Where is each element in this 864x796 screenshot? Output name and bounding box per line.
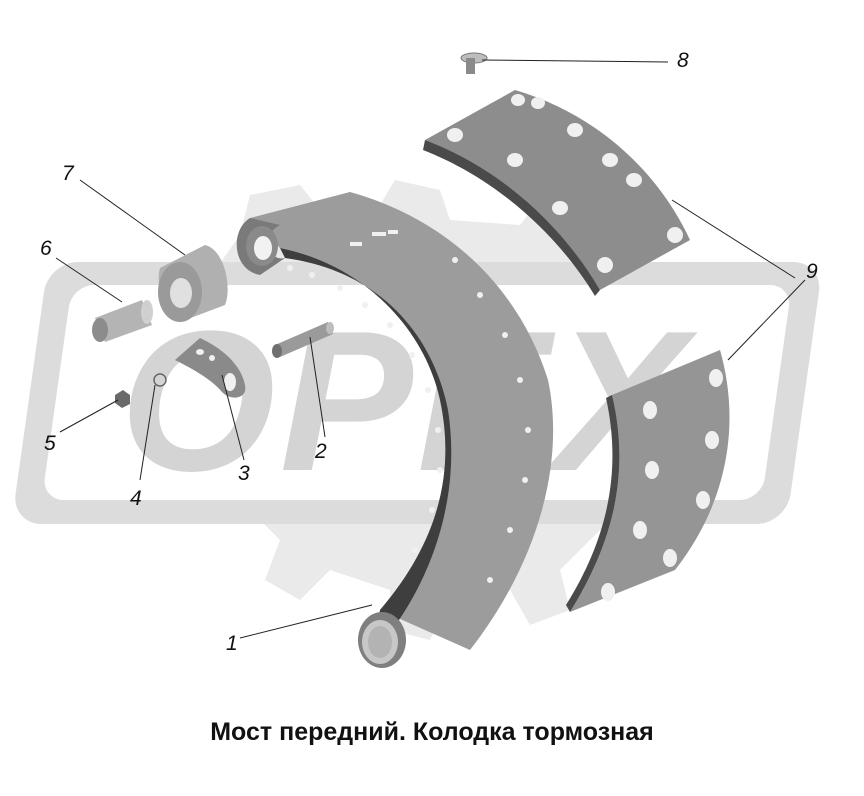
part-pin — [272, 322, 334, 358]
part-axle — [92, 300, 153, 342]
part-nut — [115, 390, 130, 408]
callout-9: 9 — [806, 260, 818, 283]
part-cam-plate — [175, 338, 246, 398]
part-lining-upper — [423, 90, 690, 296]
diagram-caption: Мост передний. Колодка тормозная — [210, 718, 654, 746]
callout-2: 2 — [314, 440, 327, 463]
part-brake-shoe — [236, 192, 554, 668]
part-ring — [153, 373, 167, 387]
callout-1: 1 — [226, 632, 238, 655]
callouts: 1 2 3 4 5 6 7 8 9 — [40, 49, 818, 655]
part-lining-lower — [566, 350, 730, 612]
callout-7: 7 — [62, 162, 75, 185]
callout-8: 8 — [677, 49, 689, 72]
callout-4: 4 — [130, 487, 142, 510]
callout-3: 3 — [238, 462, 250, 485]
part-roller — [158, 245, 228, 322]
leader-lines — [55, 59, 806, 639]
callout-6: 6 — [40, 237, 52, 260]
part-rivet — [460, 52, 488, 74]
callout-5: 5 — [44, 432, 56, 455]
